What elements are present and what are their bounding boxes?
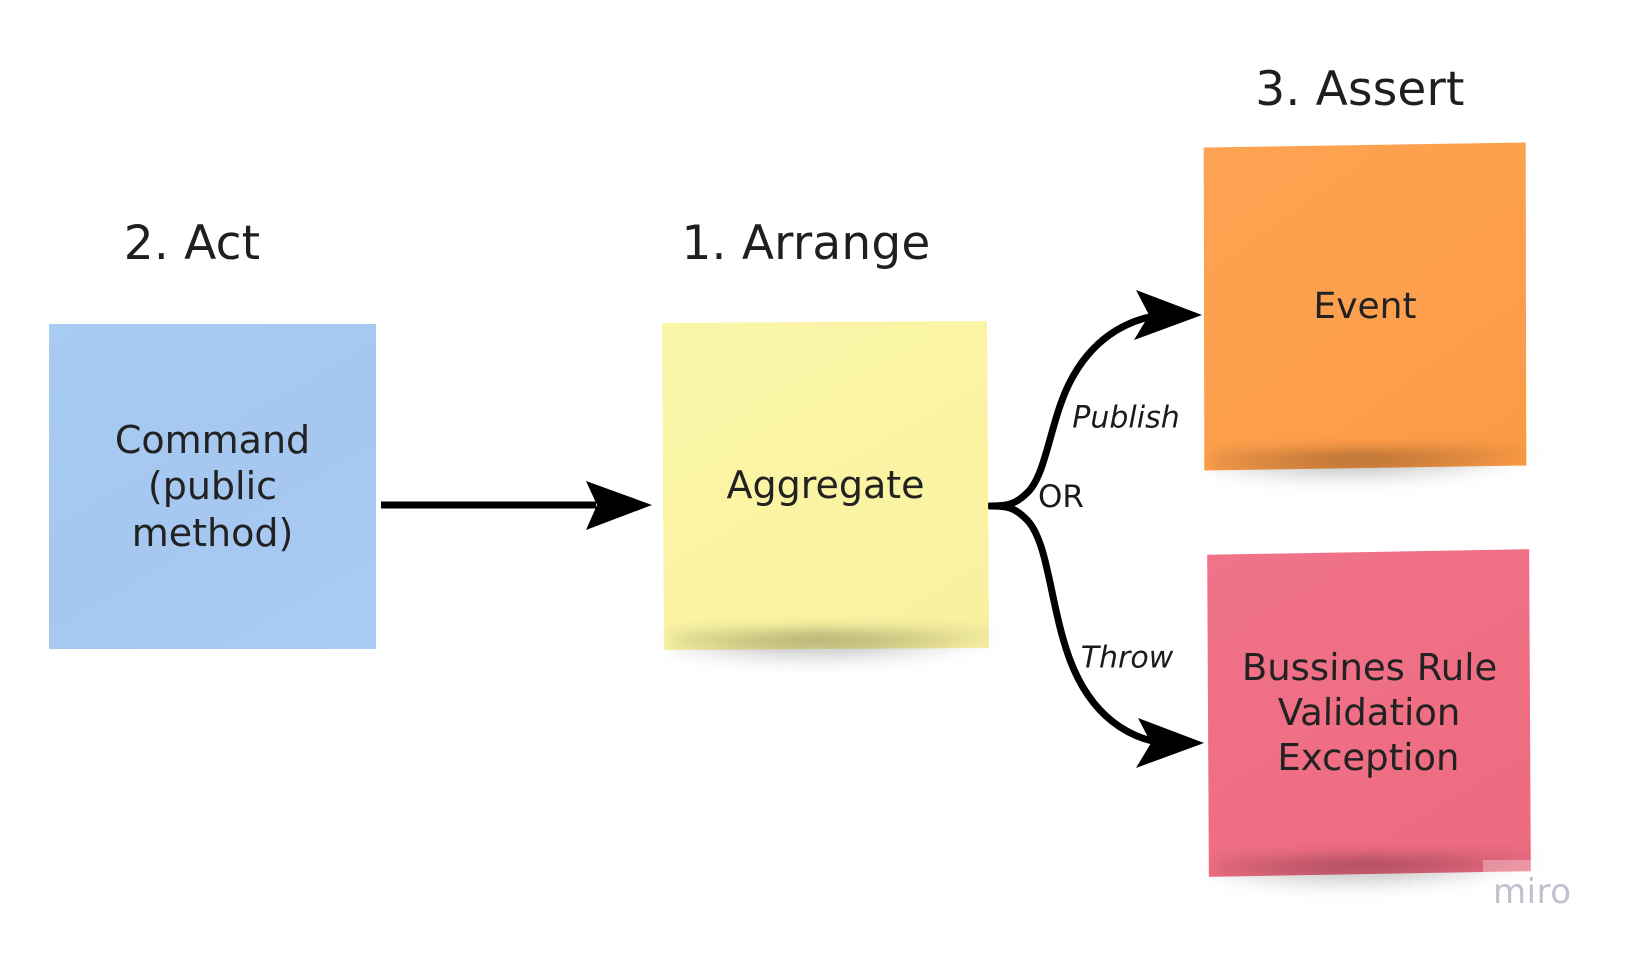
sticky-note-event[interactable]: Event [1203, 142, 1527, 471]
edge-label-or: OR [1038, 479, 1084, 515]
watermark-tile [1483, 860, 1539, 894]
sticky-note-aggregate[interactable]: Aggregate [662, 321, 989, 650]
sticky-note-command-label: Command (public method) [114, 417, 311, 555]
miro-watermark: miro [1483, 860, 1623, 918]
section-title-arrange: 1. Arrange [681, 216, 931, 271]
watermark-label: miro [1493, 872, 1572, 912]
arrow-throw [986, 502, 1204, 768]
arrow-command-to-aggregate [381, 481, 652, 530]
section-title-assert: 3. Assert [1255, 62, 1465, 117]
sticky-note-command[interactable]: Command (public method) [49, 324, 376, 649]
section-title-act: 2. Act [123, 216, 261, 271]
edge-label-publish: Publish [1072, 400, 1180, 436]
sticky-note-aggregate-label: Aggregate [726, 463, 925, 508]
arrow-publish [986, 290, 1202, 510]
sticky-note-exception[interactable]: Bussines Rule Validation Exception [1207, 549, 1531, 877]
edge-label-throw: Throw [1080, 640, 1174, 676]
sticky-note-exception-label: Bussines Rule Validation Exception [1241, 646, 1498, 780]
sticky-note-event-label: Event [1313, 285, 1417, 327]
